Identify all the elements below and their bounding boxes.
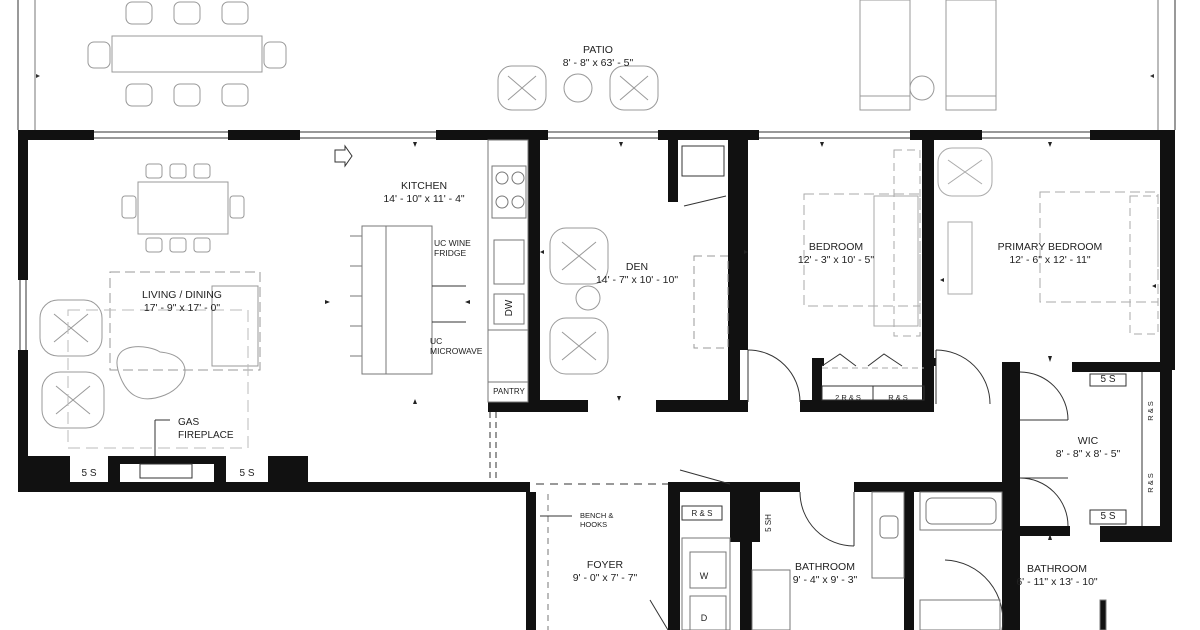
label-line: UC: [430, 336, 443, 346]
room-name: PATIO: [583, 44, 613, 56]
section-markers: [325, 142, 1156, 540]
bedroom-furniture: [803, 147, 1159, 401]
room-label-patio: PATIO 8' - 8" x 63' - 5": [540, 44, 656, 70]
room-name: BATHROOM: [1027, 563, 1087, 575]
label-pantry: PANTRY: [493, 387, 525, 396]
label-uc-wine-fridge: UC WINE FRIDGE: [434, 238, 471, 258]
label-washer: W: [699, 571, 709, 581]
doors: [649, 195, 1069, 630]
room-dims: 17' - 9" x 17' - 0": [143, 302, 221, 314]
label-line: MICROWAVE: [430, 346, 483, 356]
room-dims: 6' - 11" x 13' - 10": [1016, 576, 1098, 588]
label-rod-shelf-wic-bottom: R & S: [1146, 473, 1155, 493]
room-label-living-dining: LIVING / DINING 17' - 9" x 17' - 0": [126, 289, 238, 315]
room-name: FOYER: [586, 559, 624, 571]
room-dims: 14' - 10" x 11' - 4": [383, 193, 465, 205]
room-dims: 8' - 8" x 63' - 5": [562, 57, 634, 69]
room-label-foyer: FOYER 9' - 0" x 7' - 7": [562, 559, 648, 585]
label-rod-shelf-wic-top: R & S: [1146, 401, 1155, 421]
room-name: DEN: [625, 261, 649, 273]
room-dims: 9' - 0" x 7' - 7": [572, 572, 638, 584]
label-line: GAS: [178, 417, 200, 428]
outdoor-dining-table: [87, 1, 287, 107]
patio-lounge-chairs: [497, 65, 659, 111]
label-line: BENCH &: [580, 511, 614, 520]
label-shelf-5s-living-right: 5 S: [239, 468, 255, 479]
label-shelf-5s-wic-bottom: 5 S: [1100, 511, 1116, 522]
room-name: KITCHEN: [400, 180, 448, 192]
den-furniture: [549, 145, 729, 375]
kitchen-fixtures: [334, 139, 529, 403]
room-label-wic: WIC 8' - 8" x 8' - 5": [1040, 435, 1136, 461]
room-label-bathroom-1: BATHROOM 9' - 4" x 9' - 3": [776, 561, 874, 587]
label-shelf-5sh: 5 SH: [764, 514, 773, 532]
room-name: LIVING / DINING: [142, 289, 222, 301]
label-shelf-5s-living-left: 5 S: [81, 468, 97, 479]
label-shelf-5s-wic-top: 5 S: [1100, 374, 1116, 385]
label-line: FRIDGE: [434, 248, 467, 258]
label-bench-hooks: BENCH & HOOKS: [580, 511, 613, 529]
walls: [18, 130, 1175, 630]
label-line: FIREPLACE: [178, 430, 234, 441]
sun-loungers: [859, 0, 997, 111]
room-label-bathroom-2: BATHROOM 6' - 11" x 13' - 10": [1004, 563, 1110, 589]
label-2-rod-shelf-left: 2 R & S: [835, 393, 861, 402]
room-name: BEDROOM: [808, 241, 864, 253]
windows: [19, 131, 1090, 485]
label-uc-microwave: UC MICROWAVE: [430, 336, 482, 356]
wic-shelves: [1089, 372, 1143, 526]
room-name: WIC: [1077, 435, 1099, 447]
room-dims: 12' - 3" x 10' - 5": [797, 254, 875, 266]
room-name: PRIMARY BEDROOM: [997, 241, 1103, 253]
label-dryer: D: [700, 613, 708, 623]
label-dishwasher: DW: [504, 299, 515, 317]
room-dims: 9' - 4" x 9' - 3": [792, 574, 858, 586]
patio-area: [17, 0, 1176, 130]
label-line: HOOKS: [580, 520, 608, 529]
room-label-primary-bedroom: PRIMARY BEDROOM 12' - 6" x 12' - 11": [990, 241, 1110, 267]
room-dims: 12' - 6" x 12' - 11": [1009, 254, 1091, 266]
living-furniture: [39, 163, 261, 479]
room-name: BATHROOM: [795, 561, 855, 573]
room-label-kitchen: KITCHEN 14' - 10" x 11' - 4": [368, 180, 480, 206]
room-label-den: DEN 14' - 7" x 10' - 10": [582, 261, 692, 287]
lower-fixtures: [540, 491, 1107, 630]
room-dims: 8' - 8" x 8' - 5": [1055, 448, 1121, 460]
label-rod-shelf-foyer: R & S: [691, 509, 713, 518]
room-label-bedroom: BEDROOM 12' - 3" x 10' - 5": [778, 241, 894, 267]
label-rod-shelf-closet-right: R & S: [888, 393, 908, 402]
label-gas-fireplace: GAS FIREPLACE: [178, 416, 234, 442]
room-dims: 14' - 7" x 10' - 10": [595, 274, 679, 286]
label-line: UC WINE: [434, 238, 471, 248]
